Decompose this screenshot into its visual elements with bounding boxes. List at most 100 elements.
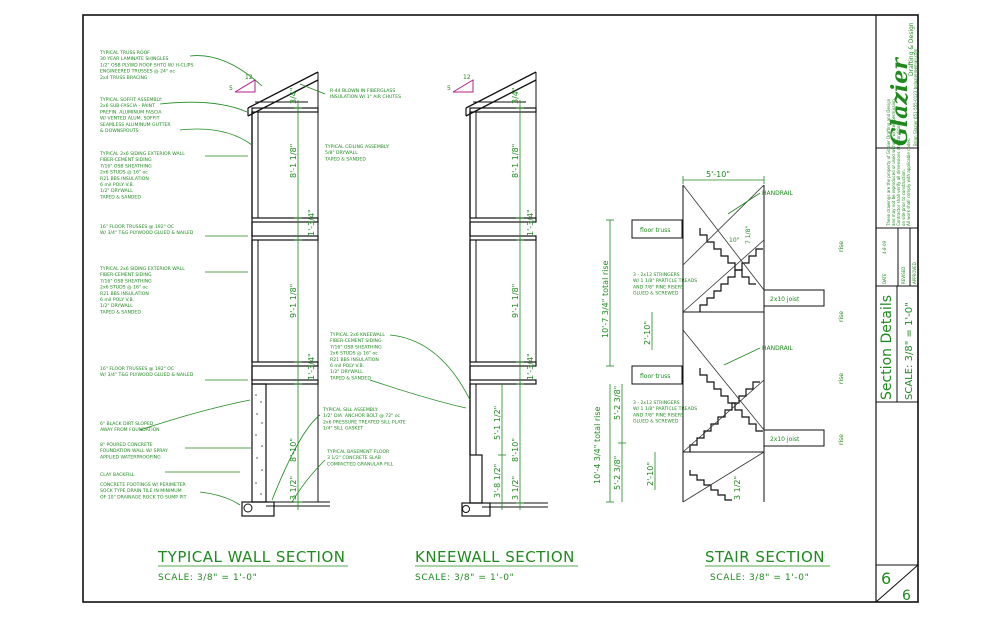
knee-dim-8: 3 1/2": [511, 476, 520, 500]
wall-note-2-line: TYPICAL 2x6 SIDING EXTERIOR WALL: [99, 151, 185, 157]
wall-note-1-line: TYPICAL SOFFIT ASSEMBLY:: [99, 97, 163, 103]
mid-note-3-line: 1/2" DIA. ANCHOR BOLT @ 72" oc: [323, 413, 401, 419]
sheet-total: 6: [902, 588, 911, 604]
stringer-lower-line: W/ 1 1/8" PARTICLE TREADS: [633, 406, 697, 412]
wall-note-4-line: 7/16" OSB SHEATHING: [100, 278, 152, 284]
mid-note-4-line: TYPICAL BASEMENT FLOOR: [326, 449, 390, 455]
date-label: DATE: [882, 273, 887, 284]
rise-label-3: rise: [838, 434, 845, 445]
mid-note-3-line: TYPICAL SILL ASSEMBLY:: [322, 407, 379, 413]
mid-note-1-line: 5/8" DRYWALL: [325, 150, 358, 156]
knee-dim-6: 8'-10": [511, 438, 520, 462]
stringer-upper-line: W/ 1 1/8" PARTICLE TREADS: [633, 278, 697, 284]
wall-note-4-line: TYPICAL 2x6 SIDING EXTERIOR WALL: [99, 266, 185, 272]
wall-note-0-line: 30 YEAR LAMINATE SHINGLES: [100, 56, 169, 62]
title-block-note-line: All work shall comply with applicable co…: [906, 138, 911, 226]
mid-note-2-line: 1/2" DRYWALL: [330, 369, 363, 375]
wall-note-1-line: & DOWNSPOUTS: [100, 128, 139, 134]
lower-dim-a: 5'-2 3/8": [613, 386, 622, 420]
sheet-title: Section Details: [879, 295, 895, 400]
stringer-upper-line: 3 - 2x12 STRINGERS: [633, 272, 680, 278]
mid-note-3-line: 1/4" SILL GASKET: [323, 426, 363, 432]
wall-note-0-line: TYPICAL TRUSS ROOF: [99, 50, 150, 56]
wall-note-7-line: APPLIED WATERPROOFING: [100, 454, 161, 460]
knee-dim-4: 1'-3/4": [526, 353, 535, 380]
wall-note-2-line: FIBER-CEMENT SIDING: [100, 157, 152, 163]
stair-width-dim: 5'-10": [706, 170, 730, 179]
knee-dim-3: 9'-1 1/8": [511, 284, 520, 318]
title-block: Glazier Drafting & Design Brian Glazier …: [875, 22, 919, 604]
knee-section-scale: SCALE: 3/8" = 1'-0": [415, 573, 514, 583]
joist-label-upper: 2x10 joist: [770, 296, 800, 303]
wall-note-1-line: SEAMLESS ALUMINUM GUTTER: [100, 122, 171, 128]
mid-note-4-line: COMPACTED GRANULAR FILL: [327, 461, 394, 467]
mid-note-1-line: TAPED & SANDED: [324, 156, 366, 162]
handrail-label-lower: HANDRAIL: [762, 345, 794, 352]
stair-section: 5'-10" floor truss floor truss 2x10 jois…: [593, 170, 845, 503]
wall-note-5-line: W/ 3/4" T&G PLYWOOD GLUED & NAILED: [100, 372, 194, 378]
wall-note-8-line: CLAY BACKFILL: [100, 472, 135, 478]
mid-note-2-line: 2x6 STUDS @ 16" oc: [330, 351, 378, 357]
wall-dim-6: 3 1/2": [289, 476, 298, 500]
wall-note-4-line: TAPED & SANDED: [99, 309, 141, 315]
stringer-lower-line: 3 - 2x12 STRINGERS: [633, 400, 680, 406]
wall-note-9-line: CONCRETE FOOTINGS W/ PERIMETER: [100, 482, 186, 488]
stair-bottom-dim: 3 1/2": [733, 476, 742, 500]
wall-note-2-line: 1/2" DRYWALL: [100, 188, 133, 194]
joist-label-lower: 2x10 joist: [770, 436, 800, 443]
knee-dim-1: 8'-1 1/8": [511, 144, 520, 178]
wall-note-0-line: 2x4 TRUSS BRACING: [100, 75, 148, 81]
mid-note-2-line: FIBER-CEMENT SIDING: [330, 338, 382, 344]
mid-note-2-line: 7/16" OSB SHEATHING: [330, 344, 382, 350]
title-block-note-line: on site prior to construction.: [901, 169, 906, 226]
mid-note-2-line: 6 mil POLY V.B.: [330, 363, 364, 369]
wall-dim-2: 1'-3/4": [307, 209, 316, 236]
wall-note-2-line: TAPED & SANDED: [99, 194, 141, 200]
mid-note-2-line: R21 BBS INSULATION: [330, 357, 379, 363]
wall-note-2-line: 7/16" OSB SHEATHING: [100, 163, 152, 169]
stringer-lower-line: GLUED & SCREWED: [633, 419, 679, 425]
mid-note-0-line: INSULATION W/ 1" AIR CHUTES: [330, 94, 401, 100]
wall-note-9-line: SOCK TYPE DRAIN TILE IN MINIMUM: [100, 488, 182, 494]
knee-pitch-rise: 5: [447, 85, 451, 92]
wall-note-1-line: PREFIN. ALUMINUM FASCIA: [100, 109, 162, 115]
knee-dim-0: 3/4": [511, 87, 520, 104]
wall-note-3-line: W/ 3/4" T&G PLYWOOD GLUED & NAILED: [100, 230, 194, 236]
mid-note-0-line: R-44 BLOWN IN FIBERGLASS: [330, 88, 395, 94]
wall-section-scale: SCALE: 3/8" = 1'-0": [158, 573, 257, 583]
wall-note-0-line: ENGINEERED TRUSSES @ 24" oc: [100, 69, 175, 75]
upper-total-rise: 10'-7 3/4" total rise: [601, 260, 610, 338]
wall-note-4-line: R21 BBS INSULATION: [100, 291, 149, 297]
wall-dim-3: 9'-1 1/8": [289, 284, 298, 318]
wall-note-2-line: R21 BBS INSULATION: [100, 176, 149, 182]
riser-dim: 7 1/8": [745, 226, 752, 244]
wall-note-4-line: 6 mil POLY V.B.: [100, 297, 134, 303]
lower-total-rise: 10'-4 3/4" total rise: [593, 406, 602, 484]
wall-note-4-line: 1/2" DRYWALL: [100, 303, 133, 309]
knee-dim-5: 5'-1 1/2": [493, 406, 502, 440]
date-value: 4-8-09: [882, 240, 887, 254]
landing-lower-dim: 2'-10": [646, 462, 655, 486]
wall-note-4-line: 2x6 STUDS @ 16" oc: [100, 285, 148, 291]
floor-truss-label-lower: floor truss: [640, 373, 670, 380]
wall-note-7-line: FOUNDATION WALL W/ SPRAY: [100, 448, 168, 454]
mid-note-2-line: TYPICAL 2x6 KNEEWALL: [329, 332, 385, 338]
wall-note-1-line: W/ VENTED ALUM. SOFFIT: [100, 116, 160, 122]
knee-dim-7: 3'-8 1/2": [493, 464, 502, 498]
title-block-note-line: These drawings are the property of Glazi…: [886, 98, 891, 227]
title-block-note-line: Contractor shall verify all dimensions a…: [896, 121, 901, 226]
landing-upper-dim: 2'-10": [643, 321, 652, 345]
typical-wall-section: 12 5: [139, 55, 330, 517]
wall-dim-4: 1'-3/4": [307, 353, 316, 380]
sheet-scale: SCALE: 3/8" = 1'-0": [904, 302, 915, 400]
concrete-hatch: [255, 394, 263, 495]
wall-section-title: TYPICAL WALL SECTION: [157, 548, 346, 566]
company-logo-script: Glazier: [887, 57, 913, 146]
company-logo-tail: Drafting & Design: [908, 22, 915, 76]
stair-run-3: [699, 368, 763, 432]
rise-label-2: rise: [838, 373, 845, 384]
pitch-rise: 5: [229, 85, 233, 92]
title-block-notes: These drawings are the property of Glazi…: [886, 98, 911, 227]
